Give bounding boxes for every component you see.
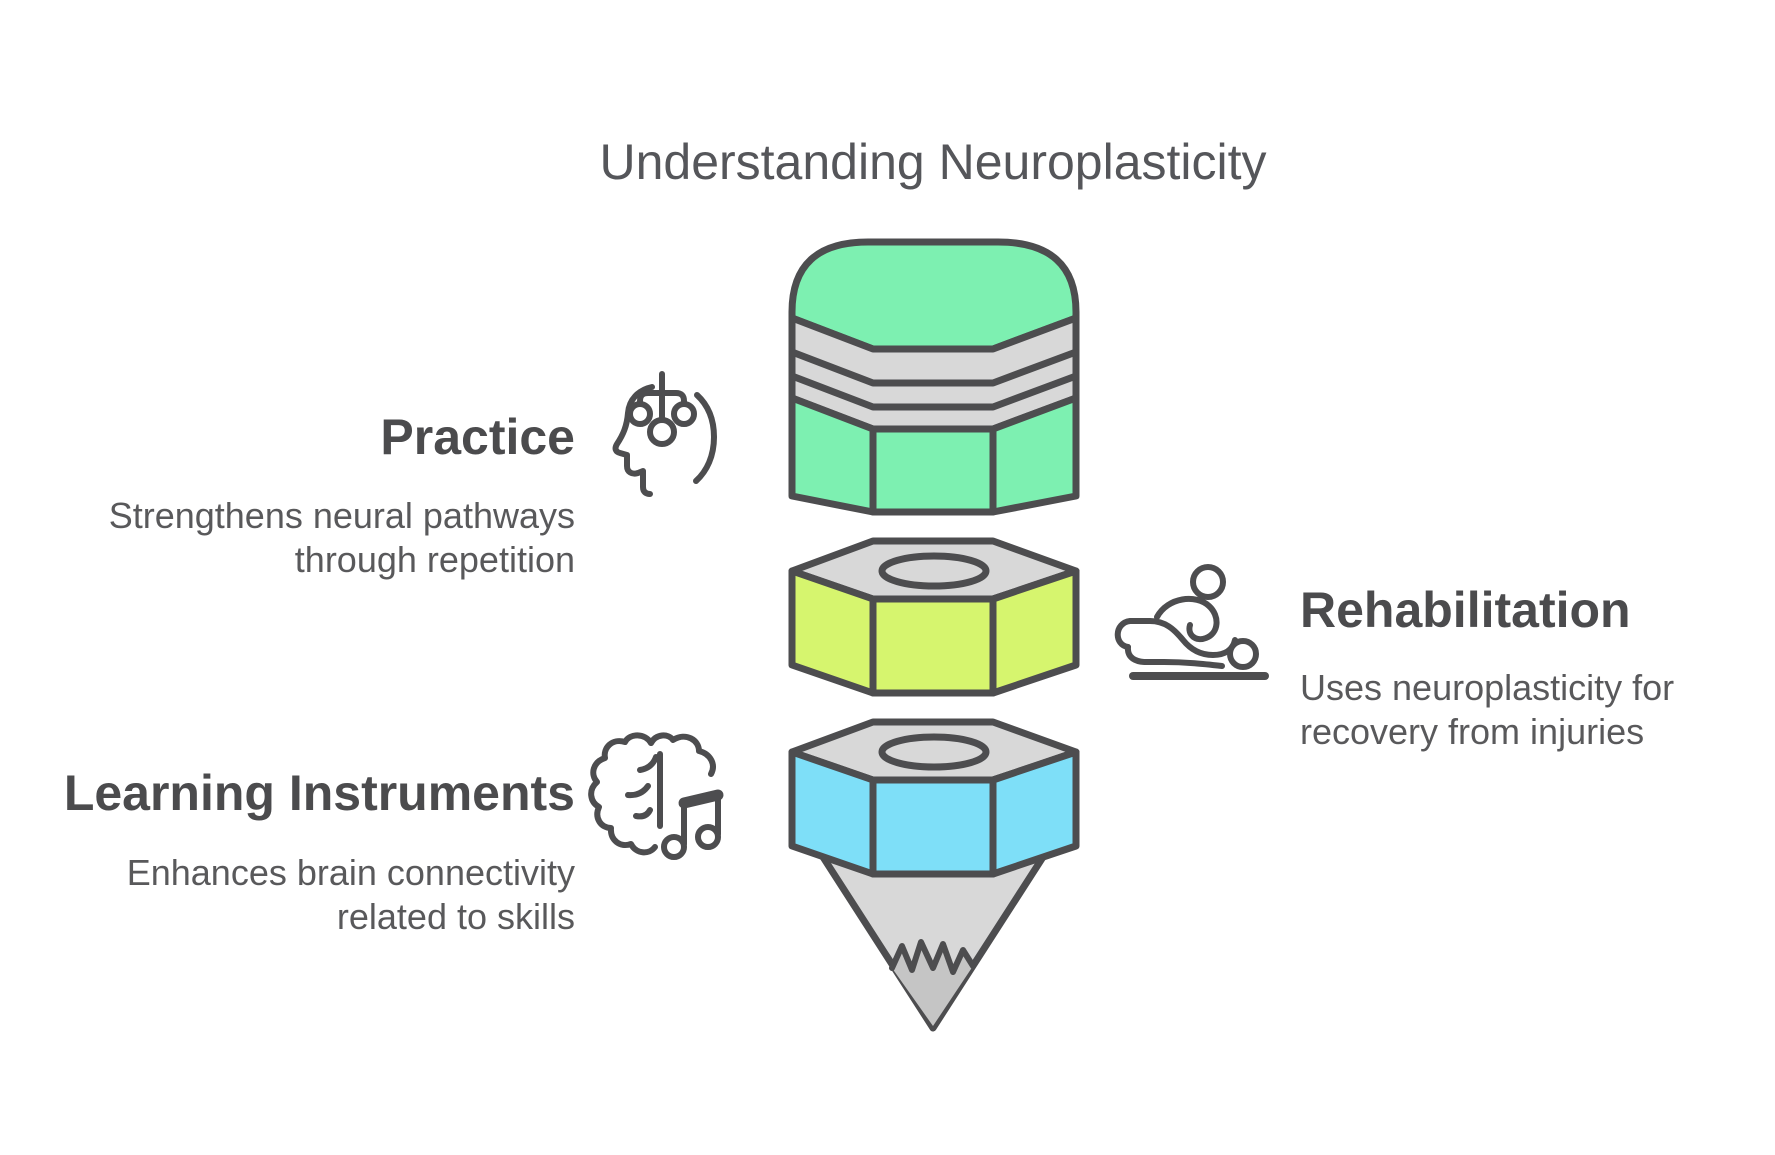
lower-hex-nut: [788, 718, 1080, 878]
rehabilitation-description-line2: recovery from injuries: [1300, 710, 1645, 752]
eraser-hex-body: [788, 394, 1080, 516]
rehabilitation-description-line1: Uses neuroplasticity for: [1300, 667, 1675, 708]
head-circuit-icon: [612, 371, 717, 497]
learning-instruments-description: Enhances brain connectivity related to s…: [60, 851, 575, 939]
practice-description-line2: through repetition: [294, 538, 575, 580]
learning-instruments-description-line1: Enhances brain connectivity: [126, 852, 575, 893]
learning-instruments-heading: Learning Instruments: [63, 765, 575, 821]
eraser-cap-section: [788, 238, 1080, 516]
rehabilitation-description: Uses neuroplasticity for recovery from i…: [1300, 666, 1674, 754]
practice-description: Strengthens neural pathways through repe…: [60, 494, 575, 582]
page-title: Understanding Neuroplasticity: [599, 134, 1267, 190]
physiotherapy-icon: [1114, 564, 1269, 680]
rehabilitation-heading: Rehabilitation: [1300, 582, 1631, 638]
practice-description-line1: Strengthens neural pathways: [108, 495, 575, 536]
pencil-graphic: [788, 238, 1080, 1032]
practice-heading: Practice: [380, 409, 575, 465]
brain-music-icon: [588, 732, 724, 860]
graphite-tip: [892, 942, 973, 1026]
upper-hex-nut: [788, 537, 1080, 697]
eraser-dome: [788, 238, 1080, 353]
learning-instruments-description-line2: related to skills: [336, 895, 575, 937]
